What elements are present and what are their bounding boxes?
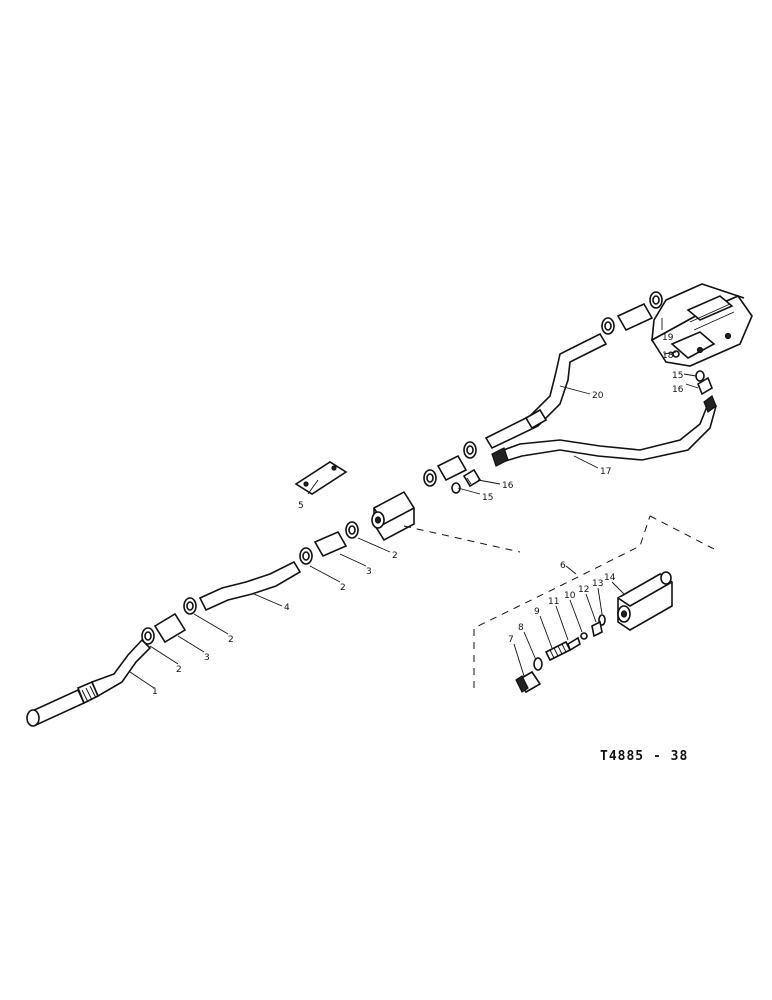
part-14-valve-body <box>617 571 673 631</box>
clip-upper-b <box>463 441 477 459</box>
callout-14: 14 <box>604 573 616 583</box>
sleeve-upper <box>436 454 468 482</box>
pump-inlet-sleeve <box>616 302 654 332</box>
callout-5: 5 <box>298 501 304 511</box>
part-8-washer <box>533 657 543 671</box>
callout-7: 7 <box>508 635 514 645</box>
figure-reference: T4885 - 38 <box>600 749 688 764</box>
relief-valve-group <box>403 515 717 694</box>
sleeve-3b <box>313 530 348 558</box>
part-4-bent-pipe <box>198 560 302 612</box>
pump-inlet-clip <box>649 291 663 309</box>
callout-4: 4 <box>284 603 290 613</box>
clip-upper-a <box>423 469 437 487</box>
fitting-16b <box>697 376 713 396</box>
sleeve-3a <box>153 612 187 644</box>
callout-19: 19 <box>662 333 674 343</box>
part-7-plug <box>515 670 542 694</box>
callout-11: 11 <box>548 597 559 607</box>
part-17-pressure-hose <box>491 395 717 467</box>
callout-15a: 15 <box>482 493 493 503</box>
callout-8: 8 <box>518 623 524 633</box>
part-12-seat <box>591 620 603 638</box>
callout-16a: 16 <box>502 481 514 491</box>
pump-assembly <box>650 283 753 367</box>
callout-2c: 2 <box>340 583 346 593</box>
washer-15a <box>451 482 461 494</box>
callout-2a: 2 <box>176 665 182 675</box>
clip-2a <box>141 627 155 645</box>
pipe-20-clip <box>601 317 615 335</box>
callout-20: 20 <box>592 391 604 401</box>
callouts: 1 2 3 2 4 2 3 2 5 15 16 17 20 19 18 15 1… <box>152 333 684 697</box>
valve-block <box>371 490 415 542</box>
callout-3b: 3 <box>366 567 372 577</box>
callout-15b: 15 <box>672 371 683 381</box>
part-5-cover-plate <box>294 461 348 495</box>
clip-2c <box>299 547 313 565</box>
washer-15b <box>695 370 705 382</box>
callout-2d: 2 <box>392 551 398 561</box>
callout-2b: 2 <box>228 635 234 645</box>
callout-17: 17 <box>600 467 611 477</box>
callout-3a: 3 <box>204 653 210 663</box>
callout-6: 6 <box>560 561 566 571</box>
part-9-spring <box>544 640 572 662</box>
callout-13: 13 <box>592 579 603 589</box>
part-1-outlet-pipe <box>26 638 152 727</box>
clip-2d <box>345 521 359 539</box>
callout-12: 12 <box>578 585 589 595</box>
fitting-16a <box>462 468 482 488</box>
callout-16b: 16 <box>672 385 684 395</box>
callout-9: 9 <box>534 607 540 617</box>
callout-1: 1 <box>152 687 158 697</box>
callout-10: 10 <box>564 591 576 601</box>
part-20-suction-pipe <box>484 332 608 450</box>
part-10-ball <box>580 632 588 640</box>
callout-18: 18 <box>662 351 674 361</box>
clip-2b <box>183 597 197 615</box>
leader-lines <box>129 318 699 689</box>
